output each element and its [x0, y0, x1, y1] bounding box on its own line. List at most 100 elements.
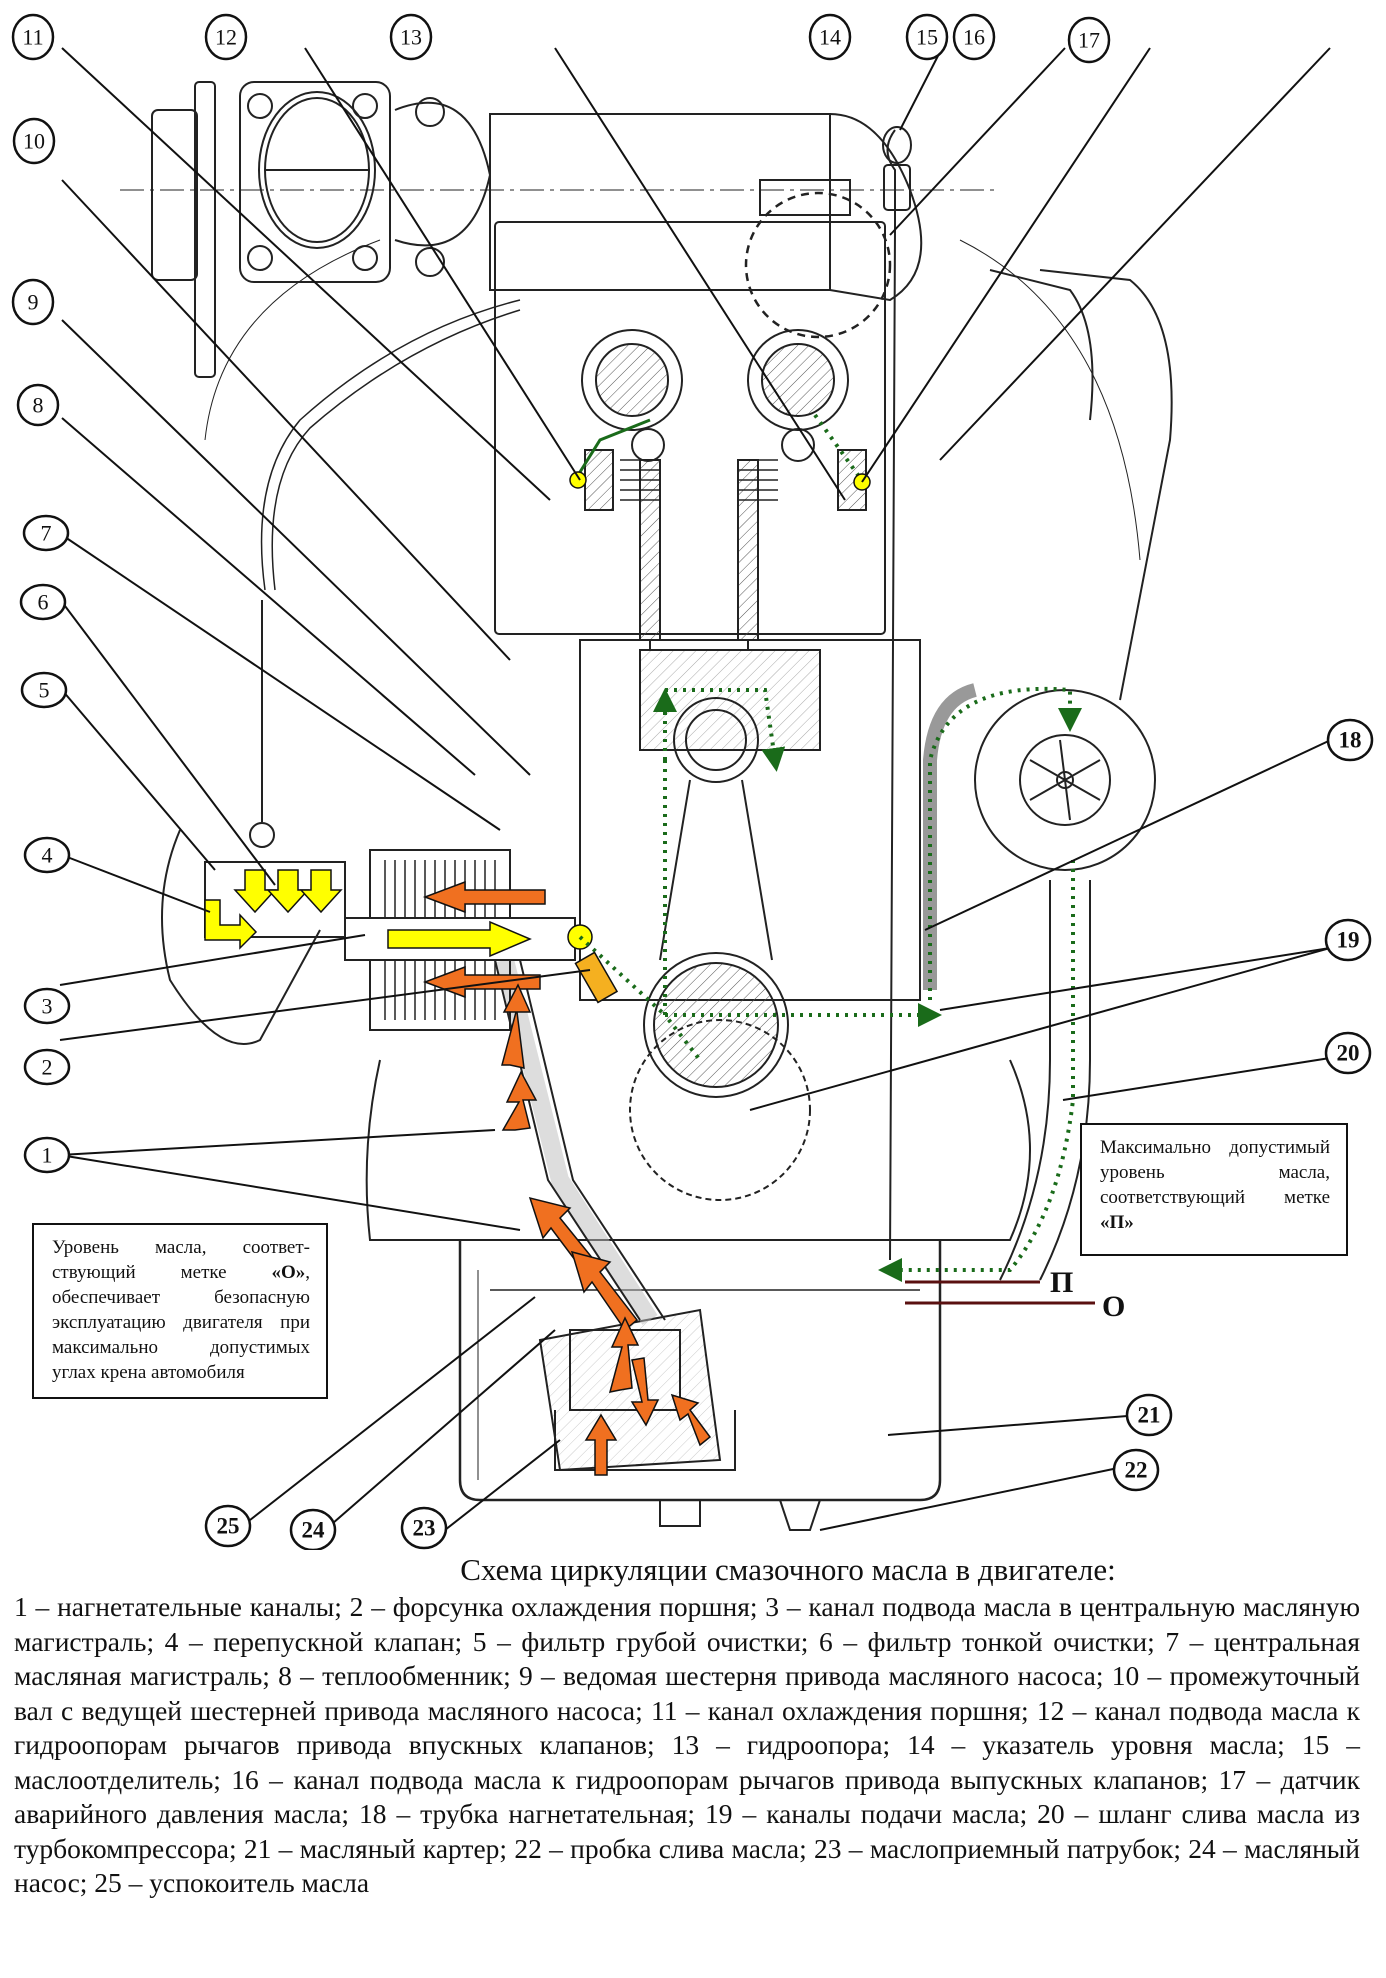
- callout-16: 16: [952, 13, 996, 61]
- svg-text:21: 21: [1138, 1403, 1161, 1428]
- callouts: 1 2 3 4 5 6 7 8 9 10 11 12 13 14 15 16 1…: [11, 13, 1374, 1550]
- svg-text:19: 19: [1337, 928, 1360, 953]
- svg-text:4: 4: [42, 843, 53, 868]
- callout-11: 11: [11, 13, 55, 61]
- piston-cooling-path: [665, 688, 786, 772]
- level-mark-max: П: [1050, 1266, 1073, 1299]
- intake-pipe: [489, 113, 831, 291]
- piston-cooling-nozzle: [574, 951, 619, 1004]
- orange-arrow-pump-up: [608, 1316, 640, 1393]
- callout-7: 7: [22, 514, 70, 552]
- callout-18: 18: [1326, 718, 1374, 762]
- diagram-caption: Схема циркуляции смазочного масла в двиг…: [0, 1552, 1386, 1901]
- oil-return-paths: [573, 413, 1082, 1282]
- min-level-note-text-end: , обеспечивает безопасную эксплуатацию д…: [52, 1262, 310, 1383]
- hydraulic-lifter-intake: [584, 449, 614, 511]
- callout-24: 24: [289, 1508, 337, 1550]
- engine-lubrication-diagram: П О 1 2 3 4 5 6: [11, 13, 1374, 1550]
- callout-10: 10: [12, 117, 56, 165]
- svg-text:15: 15: [916, 25, 938, 50]
- min-level-mark: «О»: [271, 1262, 306, 1283]
- svg-text:24: 24: [302, 1518, 326, 1543]
- svg-text:7: 7: [41, 521, 52, 546]
- orange-arrow-left-1: [422, 880, 546, 914]
- callout-9: 9: [11, 278, 55, 326]
- svg-text:1: 1: [42, 1143, 53, 1168]
- svg-text:20: 20: [1337, 1041, 1360, 1066]
- lifter-feed-exhaust: [813, 413, 860, 477]
- callout-13: 13: [389, 13, 433, 61]
- callout-21: 21: [1125, 1393, 1173, 1437]
- svg-text:6: 6: [38, 590, 49, 615]
- callout-8: 8: [16, 383, 60, 427]
- legend-text: 1 – нагнетательные каналы; 2 – форсунка …: [14, 1591, 1360, 1898]
- filtered-oil-arrows: [204, 869, 593, 958]
- callout-19: 19: [1324, 918, 1372, 962]
- turbo-drain-path: [878, 860, 1075, 1282]
- callout-6: 6: [19, 583, 67, 621]
- svg-text:10: 10: [23, 129, 45, 154]
- leader-lines: [59, 47, 1336, 1531]
- pressure-oil-arrows: [422, 880, 712, 1476]
- orange-arrow-intake-1: [584, 1413, 618, 1476]
- svg-text:11: 11: [22, 25, 43, 50]
- callout-14: 14: [808, 13, 852, 61]
- yellow-bypass-arrow: [204, 899, 258, 950]
- junction-intake-lifter: [569, 471, 587, 489]
- max-level-note-text: Максимально допус­тимый уровень масла, с…: [1100, 1137, 1330, 1208]
- pressure-tube: [923, 683, 978, 990]
- svg-text:9: 9: [28, 290, 39, 315]
- oil-junctions: [569, 471, 871, 491]
- svg-text:5: 5: [39, 678, 50, 703]
- oil-level-marks: П О: [905, 1266, 1125, 1323]
- piston-pin: [673, 697, 759, 783]
- svg-text:25: 25: [217, 1514, 240, 1539]
- callout-2: 2: [23, 1048, 71, 1086]
- intake-camshaft: [581, 329, 683, 431]
- callout-15: 15: [905, 13, 949, 61]
- callout-17: 17: [1067, 16, 1111, 64]
- callout-1: 1: [23, 1136, 71, 1174]
- svg-text:8: 8: [33, 393, 44, 418]
- orange-arrow-up-1: [501, 983, 532, 1069]
- callout-23: 23: [400, 1506, 448, 1550]
- callout-12: 12: [204, 13, 248, 61]
- level-mark-min: О: [1102, 1290, 1125, 1323]
- engine-outline: [120, 81, 1173, 1531]
- max-level-mark: «П»: [1100, 1212, 1134, 1233]
- orange-arrow-pump-down: [630, 1357, 660, 1427]
- throttle-valve: [258, 91, 376, 249]
- orange-arrow-diag-2: [570, 1250, 639, 1332]
- callout-4: 4: [23, 836, 71, 874]
- min-level-note-text: Уровень масла, соответ­ствующий метке: [52, 1237, 310, 1283]
- orange-arrow-up-2: [501, 1070, 538, 1131]
- oil-separator-outline: [744, 191, 892, 339]
- turbo-drain-hose: [999, 880, 1051, 1281]
- svg-text:12: 12: [215, 25, 237, 50]
- pressure-channel: [496, 957, 658, 1325]
- callout-20: 20: [1324, 1031, 1372, 1075]
- orange-arrow-intake-2: [670, 1393, 712, 1447]
- callout-22: 22: [1112, 1448, 1160, 1492]
- callout-25: 25: [204, 1504, 252, 1548]
- svg-text:16: 16: [963, 25, 985, 50]
- yellow-arrow-down-3: [299, 869, 343, 914]
- pressure-tube-path: [928, 686, 1082, 1000]
- svg-text:22: 22: [1125, 1458, 1148, 1483]
- yellow-arrow-gallery: [387, 920, 532, 958]
- cylinder-head: [494, 221, 886, 635]
- callout-5: 5: [20, 671, 68, 709]
- svg-text:3: 3: [42, 994, 53, 1019]
- dipstick: [886, 129, 896, 1261]
- crankshaft-journal: [653, 962, 779, 1088]
- throttle-body: [194, 81, 216, 378]
- yellow-arrow-down-2: [266, 869, 310, 914]
- min-level-note: Уровень масла, соответ­ствующий метке «О…: [32, 1223, 328, 1399]
- svg-text:13: 13: [400, 25, 422, 50]
- svg-text:17: 17: [1078, 28, 1100, 53]
- svg-text:2: 2: [42, 1055, 53, 1080]
- connecting-rod: [659, 779, 773, 961]
- max-level-note: Максимально допус­тимый уровень масла, с…: [1080, 1123, 1348, 1256]
- lifter-feed-intake: [573, 418, 651, 481]
- caption-title: Схема циркуляции смазочного масла в двиг…: [460, 1552, 1116, 1587]
